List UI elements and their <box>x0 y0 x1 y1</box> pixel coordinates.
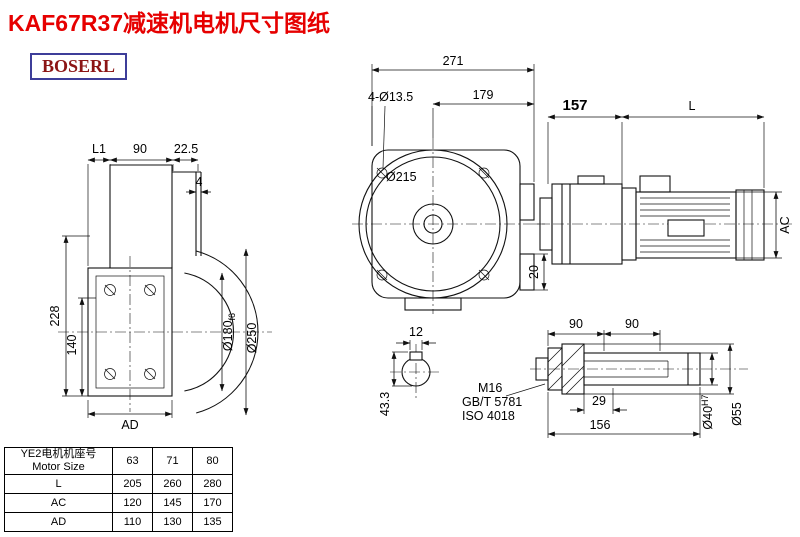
fan-cover <box>735 189 765 261</box>
hatch-line <box>478 167 490 179</box>
label-gbt-5781: GB/T 5781 <box>462 395 522 409</box>
hatch-line <box>561 343 585 367</box>
hatch-line <box>547 361 563 377</box>
dim-29: 29 <box>592 394 606 408</box>
mounting-lug <box>519 253 535 291</box>
bolt-hole <box>478 269 490 281</box>
dim-22-5: 22.5 <box>174 142 198 156</box>
dim-179: 179 <box>473 88 494 102</box>
page-title: KAF67R37减速机电机尺寸图纸 <box>8 10 331 36</box>
base-foot <box>404 297 462 311</box>
dim-hub-od: Ø55 <box>730 402 744 426</box>
dim-spigot-diameter: Ø180f6 <box>221 313 237 351</box>
shaft-body <box>583 352 701 386</box>
table-header-en: Motor Size <box>32 461 85 474</box>
dim-156: 156 <box>590 418 611 432</box>
shaft-detail-view: 90 90 M16 GB/T 5781 ISO 4018 29 156 Ø40H… <box>462 317 748 438</box>
dim-AD: AD <box>121 418 138 432</box>
label-m16: M16 <box>478 381 502 395</box>
hatch-line <box>565 375 585 395</box>
table-header-row: YE2电机机座号 Motor Size 63 71 80 <box>4 446 233 476</box>
table-header-motor-size: YE2电机机座号 Motor Size <box>4 446 113 476</box>
hatch-line <box>561 365 585 389</box>
table-row-L: L 205 260 280 <box>4 474 233 495</box>
hatch-line <box>104 368 116 380</box>
table-cell: 205 <box>112 474 153 495</box>
motor-nameplate <box>667 219 705 237</box>
motor-size-table: YE2电机机座号 Motor Size 63 71 80 L 205 260 2… <box>4 446 233 533</box>
table-size-63: 63 <box>112 446 153 476</box>
label-iso-4018: ISO 4018 <box>462 409 515 423</box>
table-row-AC: AC 120 145 170 <box>4 493 233 514</box>
mounting-lug <box>519 183 535 221</box>
hatch-line <box>547 347 563 363</box>
flange-arc-outer <box>196 250 259 414</box>
dim-90a: 90 <box>569 317 583 331</box>
bolt-hole <box>144 368 156 380</box>
hatch-line <box>478 269 490 281</box>
hatch-line <box>144 368 156 380</box>
table-cell: 145 <box>152 493 193 514</box>
terminal-box <box>639 175 671 193</box>
output-view: L1 90 22.5 4 228 140 AD Ø180f6 Ø250 <box>48 142 272 432</box>
dim-L: L <box>689 99 696 113</box>
leader-line <box>505 383 546 397</box>
bolt-hole <box>376 167 388 179</box>
dim-43-3: 43.3 <box>378 392 392 416</box>
hub-block-outline <box>87 267 173 397</box>
leader-line <box>382 105 386 169</box>
bolt-hole <box>376 269 388 281</box>
table-size-71: 71 <box>152 446 193 476</box>
dim-140: 140 <box>65 335 79 356</box>
dim-90b: 90 <box>625 317 639 331</box>
table-header-cn: YE2电机机座号 <box>20 448 97 460</box>
flange-arc-inner <box>184 272 235 392</box>
row-label-AD: AD <box>4 512 113 533</box>
front-view: 271 179 4-Ø13.5 Ø215 20 <box>352 54 548 314</box>
dim-157: 157 <box>562 97 587 114</box>
table-row-AD: AD 110 130 135 <box>4 512 233 533</box>
dim-bolt-holes: 4-Ø13.5 <box>368 90 413 104</box>
hatch-line <box>547 375 563 391</box>
dim-flange-diameter: Ø215 <box>386 170 417 184</box>
keyway-slot <box>409 351 423 361</box>
table-cell: 130 <box>152 512 193 533</box>
hatch-line <box>104 284 116 296</box>
table-cell: 110 <box>112 512 153 533</box>
bore-section-view: 12 43.3 <box>378 325 442 416</box>
dim-90: 90 <box>133 142 147 156</box>
bolt-hole <box>104 284 116 296</box>
dim-AC: AC <box>778 216 792 233</box>
table-cell: 280 <box>192 474 233 495</box>
side-view: 157 L AC <box>534 97 792 265</box>
bolt-hole <box>478 167 490 179</box>
row-label-AC: AC <box>4 493 113 514</box>
hatch-line <box>144 284 156 296</box>
hatch-line <box>376 269 388 281</box>
bolt-hole <box>104 368 116 380</box>
table-size-80: 80 <box>192 446 233 476</box>
table-cell: 135 <box>192 512 233 533</box>
brand-logo: BOSERL <box>30 53 128 80</box>
table-cell: 170 <box>192 493 233 514</box>
dim-12: 12 <box>409 325 423 339</box>
bolt-hole <box>144 284 156 296</box>
housing-boss <box>577 175 605 185</box>
hub-block-inner <box>95 275 165 389</box>
table-cell: 120 <box>112 493 153 514</box>
row-label-L: L <box>4 474 113 495</box>
dim-flange-od: Ø250 <box>245 323 259 354</box>
dim-20: 20 <box>527 265 541 279</box>
dim-228: 228 <box>48 306 62 327</box>
dim-L1: L1 <box>92 142 106 156</box>
dim-4: 4 <box>196 175 203 189</box>
table-cell: 260 <box>152 474 193 495</box>
dim-271: 271 <box>443 54 464 68</box>
hatch-line <box>376 167 388 179</box>
dim-shaft-bore: Ø40H7 <box>700 394 715 429</box>
